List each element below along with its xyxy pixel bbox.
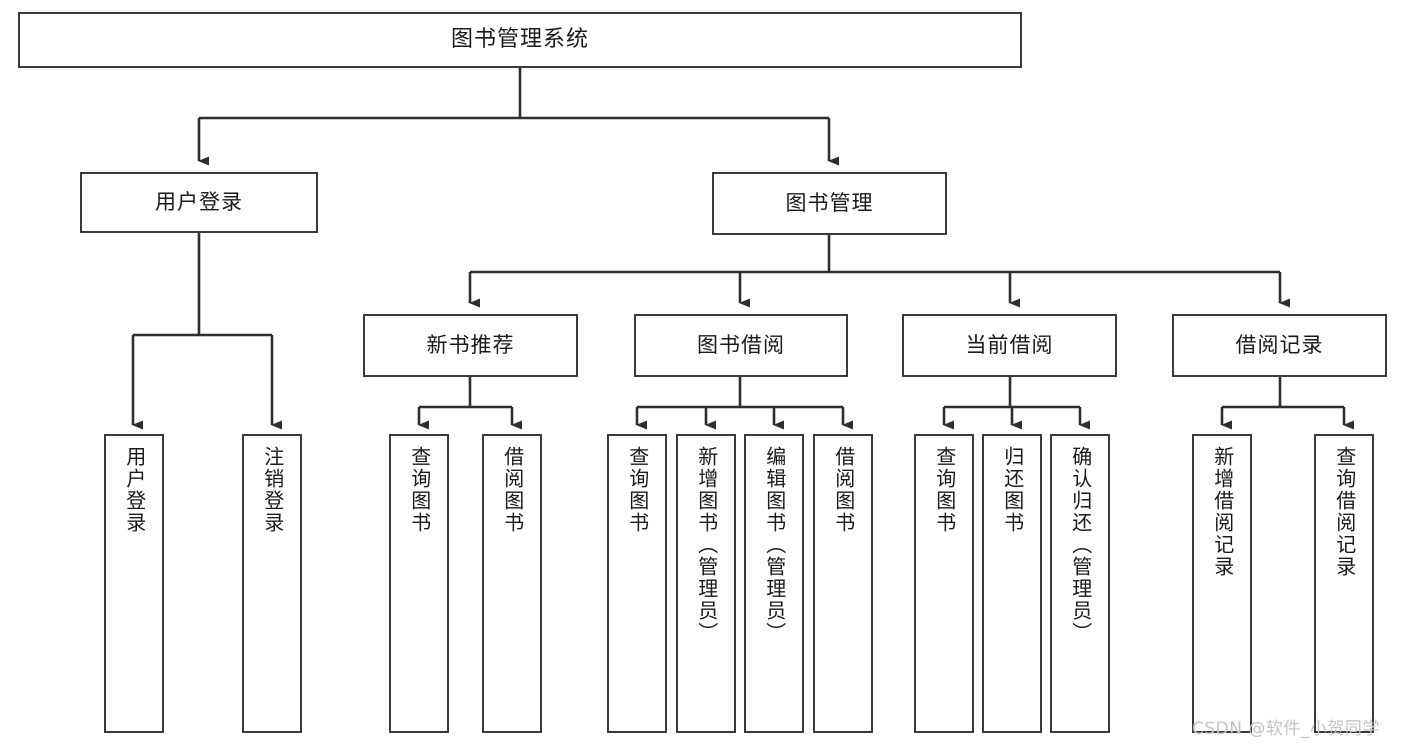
node-current-borrow[interactable]: 当前借阅 (902, 314, 1117, 377)
leaf-current-return-book-label: 归还图书 (1000, 446, 1025, 534)
leaf-user-login-label: 用户登录 (122, 446, 147, 534)
leaf-current-query-book[interactable]: 查询图书 (914, 434, 974, 733)
leaf-borrow-query-book-label: 查询图书 (625, 446, 650, 534)
node-book-management[interactable]: 图书管理 (712, 172, 947, 235)
leaf-current-confirm-return-admin-label: 确认归还（管理员） (1068, 446, 1093, 644)
leaf-borrow-borrow-book-label: 借阅图书 (831, 446, 856, 534)
leaf-newbook-borrow-book-label: 借阅图书 (500, 446, 525, 534)
leaf-current-confirm-return-admin[interactable]: 确认归还（管理员） (1050, 434, 1110, 733)
leaf-record-query-borrow-record[interactable]: 查询借阅记录 (1314, 434, 1374, 733)
node-book-borrow[interactable]: 图书借阅 (634, 314, 848, 377)
node-user-login[interactable]: 用户登录 (80, 172, 318, 233)
leaf-current-return-book[interactable]: 归还图书 (982, 434, 1042, 733)
leaf-borrow-add-book-admin[interactable]: 新增图书（管理员） (676, 434, 736, 733)
node-root[interactable]: 图书管理系统 (18, 12, 1022, 68)
leaf-user-login[interactable]: 用户登录 (104, 434, 164, 733)
leaf-borrow-edit-book-admin[interactable]: 编辑图书（管理员） (744, 434, 804, 733)
node-current-borrow-label: 当前借阅 (965, 333, 1054, 358)
leaf-user-logout[interactable]: 注销登录 (242, 434, 302, 733)
node-new-book-recommend-label: 新书推荐 (426, 333, 515, 358)
leaf-borrow-edit-book-admin-label: 编辑图书（管理员） (762, 446, 787, 644)
leaf-newbook-borrow-book[interactable]: 借阅图书 (482, 434, 542, 733)
leaf-record-add-borrow-record[interactable]: 新增借阅记录 (1192, 434, 1252, 733)
leaf-current-query-book-label: 查询图书 (932, 446, 957, 534)
node-borrow-record-label: 借阅记录 (1235, 333, 1324, 358)
node-borrow-record[interactable]: 借阅记录 (1172, 314, 1387, 377)
node-book-borrow-label: 图书借阅 (697, 333, 785, 358)
leaf-borrow-borrow-book[interactable]: 借阅图书 (813, 434, 873, 733)
leaf-user-logout-label: 注销登录 (260, 446, 285, 534)
leaf-newbook-query-book-label: 查询图书 (407, 446, 432, 534)
leaf-record-query-borrow-record-label: 查询借阅记录 (1332, 446, 1357, 578)
csdn-watermark: CSDN @软件_小贺同学 (1192, 719, 1380, 739)
node-user-login-label: 用户登录 (155, 190, 243, 215)
node-new-book-recommend[interactable]: 新书推荐 (363, 314, 578, 377)
leaf-record-add-borrow-record-label: 新增借阅记录 (1210, 446, 1235, 578)
node-book-management-label: 图书管理 (785, 191, 874, 216)
leaf-borrow-add-book-admin-label: 新增图书（管理员） (694, 446, 719, 644)
leaf-borrow-query-book[interactable]: 查询图书 (607, 434, 667, 733)
node-root-label: 图书管理系统 (450, 27, 589, 53)
leaf-newbook-query-book[interactable]: 查询图书 (389, 434, 449, 733)
